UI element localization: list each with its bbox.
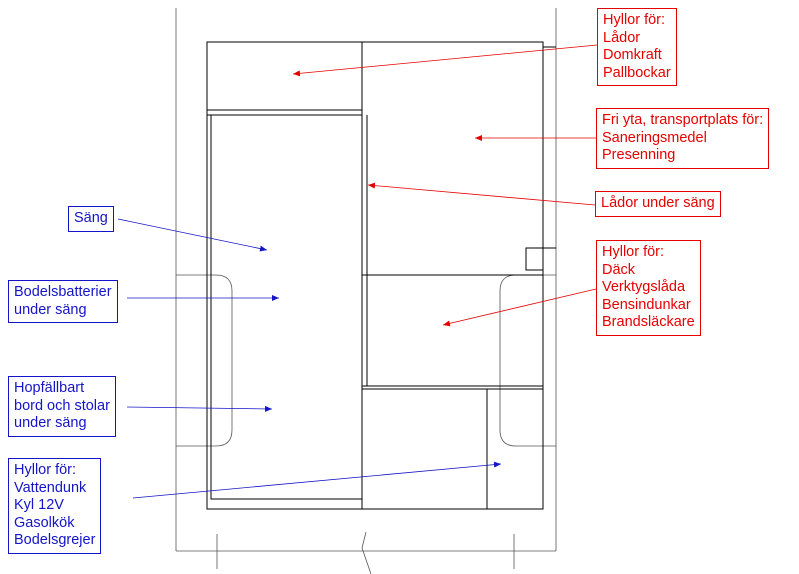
trailer-outline bbox=[175, 8, 557, 574]
label-line: Hyllor för: bbox=[14, 462, 77, 478]
label-line: Säng bbox=[74, 210, 108, 226]
label-line: Bodelsgrejer bbox=[14, 532, 96, 548]
label-line: Domkraft bbox=[603, 47, 662, 63]
arrow-lador-under-sang bbox=[367, 182, 596, 206]
label-line: Hyllor för: bbox=[602, 244, 665, 260]
label-line: Bensindunkar bbox=[602, 296, 691, 313]
arrow-hyllor-left bbox=[132, 461, 502, 499]
label-line: Vattendunk bbox=[14, 479, 87, 496]
label-line: Lådor bbox=[603, 29, 641, 46]
label-line: Verktygslåda bbox=[602, 279, 686, 295]
label-line: Bodelsbatterier bbox=[14, 284, 112, 300]
arrow-hyllor-right bbox=[442, 288, 597, 327]
label-fri-yta: Fri yta, transportplats för:Saneringsmed… bbox=[596, 108, 770, 169]
label-line: Kyl 12V bbox=[14, 497, 64, 513]
label-line: Presenning bbox=[602, 147, 676, 163]
arrow-sang bbox=[117, 218, 268, 252]
arrow-hyllor-top bbox=[292, 44, 598, 77]
label-line: Lådor under säng bbox=[601, 195, 715, 211]
label-line: Hyllor för: bbox=[603, 12, 666, 28]
label-lador-under-sang: Lådor under säng bbox=[595, 191, 721, 217]
label-line: under säng bbox=[14, 301, 87, 318]
label-line: Brandsläckare bbox=[602, 314, 695, 330]
label-line: Saneringsmedel bbox=[602, 129, 707, 146]
arrow-hopfallbart bbox=[126, 405, 273, 412]
label-line: Gasolkök bbox=[14, 514, 75, 531]
label-line: bord och stolar bbox=[14, 397, 110, 414]
wheel-arch-right bbox=[499, 274, 556, 447]
wheel-arch-left bbox=[176, 274, 233, 447]
bed-outline bbox=[210, 114, 363, 500]
label-sang: Säng bbox=[68, 206, 114, 232]
label-line: under säng bbox=[14, 415, 87, 431]
label-line: Däck bbox=[602, 261, 636, 278]
label-line: Hopfällbart bbox=[14, 380, 85, 396]
label-line: Fri yta, transportplats för: bbox=[602, 112, 764, 128]
interior-layout bbox=[206, 41, 556, 510]
label-line: Pallbockar bbox=[603, 64, 671, 81]
